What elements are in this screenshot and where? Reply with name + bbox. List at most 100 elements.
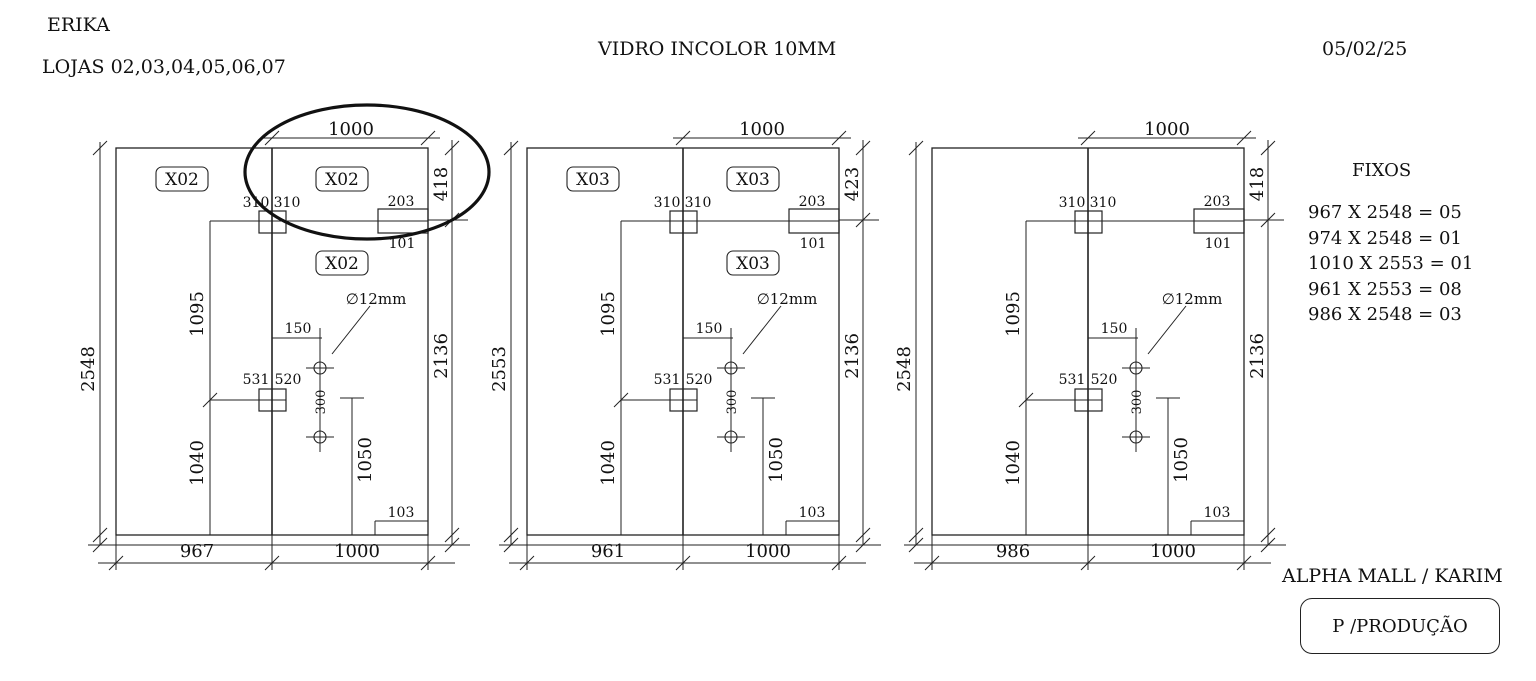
hole-leader — [1147, 305, 1187, 355]
dim-bottom-left: 967 — [180, 541, 214, 562]
dimension-tick — [444, 537, 460, 553]
dimension-tick — [1236, 555, 1252, 571]
hinge-top — [1074, 210, 1103, 234]
panel-tag-box — [726, 166, 780, 192]
notch-corner-label: 103 — [388, 505, 415, 521]
fixos-item: 974 X 2548 = 01 — [1308, 227, 1462, 249]
panel-tag-box — [315, 250, 369, 276]
dimension-tick — [202, 392, 218, 408]
hinge-mid-right-label: 520 — [1091, 372, 1118, 388]
dim-right-height: 2136 — [431, 333, 452, 379]
notch-top-label: 203 — [388, 194, 415, 210]
dimension-tick — [831, 555, 847, 571]
dimension-tick — [855, 140, 871, 156]
hinge-mid-left-label: 531 — [1059, 372, 1086, 388]
panel-tag-box — [726, 250, 780, 276]
client-name: ERIKA — [47, 14, 110, 36]
hinge-top-right-label: 310 — [685, 195, 712, 211]
dimension-tick — [264, 130, 280, 146]
panel-tag-box — [155, 166, 209, 192]
dim-right-height: 2136 — [1247, 333, 1268, 379]
dimension-tick — [1018, 392, 1034, 408]
dim-top-right: 418 — [431, 167, 452, 201]
dimension-tick — [924, 555, 940, 571]
dimension-tick — [1236, 130, 1252, 146]
dimension-tick — [675, 130, 691, 146]
panel-tag-label: X02 — [165, 170, 199, 190]
dim-top-right: 423 — [842, 167, 863, 201]
dimension-tick — [1260, 140, 1276, 156]
hole-leader — [331, 305, 371, 355]
dimension-tick — [444, 140, 460, 156]
notch-top — [788, 208, 840, 234]
dimension-tick — [503, 537, 519, 553]
hinge-top-right-label: 310 — [274, 195, 301, 211]
dim-right-height: 2136 — [842, 333, 863, 379]
hole-leader — [742, 305, 782, 355]
dim-total-height: 2548 — [78, 346, 99, 392]
handle-spacing-label: 300 — [1130, 390, 1145, 415]
production-stamp: P /PRODUÇÃO — [1300, 598, 1500, 654]
dimension-tick — [855, 537, 871, 553]
panel-tag-label: X02 — [325, 254, 359, 274]
dim-bottom-right: 1000 — [745, 541, 791, 562]
fixos-item: 967 X 2548 = 05 — [1308, 202, 1462, 223]
notch-bottom-label: 101 — [1205, 236, 1232, 252]
notch-top-label: 203 — [1204, 194, 1231, 210]
dimension-tick — [1080, 130, 1096, 146]
hole-diameter-label: ∅12mm — [757, 290, 818, 308]
fixos-item: 986 X 2548 = 03 — [1308, 304, 1462, 325]
handle-spacing-label: 300 — [725, 390, 740, 415]
dim-top-width: 1000 — [739, 119, 785, 140]
notch-bottom-label: 101 — [800, 236, 827, 252]
panel-tag-box — [566, 166, 620, 192]
hinge-top — [669, 210, 698, 234]
dim-bottom-right: 1000 — [1150, 541, 1196, 562]
hinge-mid-right-label: 520 — [275, 372, 302, 388]
fixos-title: FIXOS — [1352, 160, 1412, 181]
dimension-tick — [420, 130, 436, 146]
dimension-tick — [1260, 537, 1276, 553]
dim-height-upper: 1095 — [187, 291, 208, 337]
dimension-tick — [264, 555, 280, 571]
dimension-tick — [908, 140, 924, 156]
notch-bottom-label: 101 — [389, 236, 416, 252]
hinge-top-left-label: 310 — [654, 195, 681, 211]
dimension-tick — [1260, 527, 1276, 543]
dimension-tick — [92, 537, 108, 553]
handle-offset-label: 150 — [285, 321, 312, 337]
notch-top — [1193, 208, 1245, 234]
hinge-top-right-label: 310 — [1090, 195, 1117, 211]
fixos-list: 967 X 2548 = 05 974 X 2548 = 01 1010 X 2… — [1308, 200, 1473, 328]
dim-bottom-right: 1000 — [334, 541, 380, 562]
dim-handle-height: 1050 — [1171, 437, 1192, 483]
fixos-item: 1010 X 2553 = 01 — [1308, 253, 1474, 274]
dimension-tick — [908, 537, 924, 553]
dimension-tick — [444, 527, 460, 543]
hinge-top-left-label: 310 — [1059, 195, 1086, 211]
dimension-tick — [108, 555, 124, 571]
dim-height-upper: 1095 — [1003, 291, 1024, 337]
dim-height-upper: 1095 — [598, 291, 619, 337]
panel-tag-label: X03 — [736, 170, 770, 190]
project-client: ALPHA MALL / KARIM — [1282, 565, 1503, 587]
dimension-tick — [613, 392, 629, 408]
dimension-tick — [675, 555, 691, 571]
hole-diameter-label: ∅12mm — [1162, 290, 1223, 308]
dim-bottom-left: 986 — [996, 541, 1030, 562]
handle-spacing-label: 300 — [314, 390, 329, 415]
fixos-item: 961 X 2553 = 08 — [1308, 278, 1462, 300]
notch-top — [377, 208, 429, 234]
highlight-ellipse — [243, 103, 491, 241]
dim-height-lower: 1040 — [1003, 440, 1024, 486]
hinge-mid — [258, 388, 287, 412]
panel-tag-box — [315, 166, 369, 192]
notch-corner-label: 103 — [799, 505, 826, 521]
dim-handle-height: 1050 — [766, 437, 787, 483]
hinge-mid-right-label: 520 — [686, 372, 713, 388]
material-title: VIDRO INCOLOR 10MM — [598, 38, 837, 60]
panel-tag-label: X03 — [576, 170, 610, 190]
